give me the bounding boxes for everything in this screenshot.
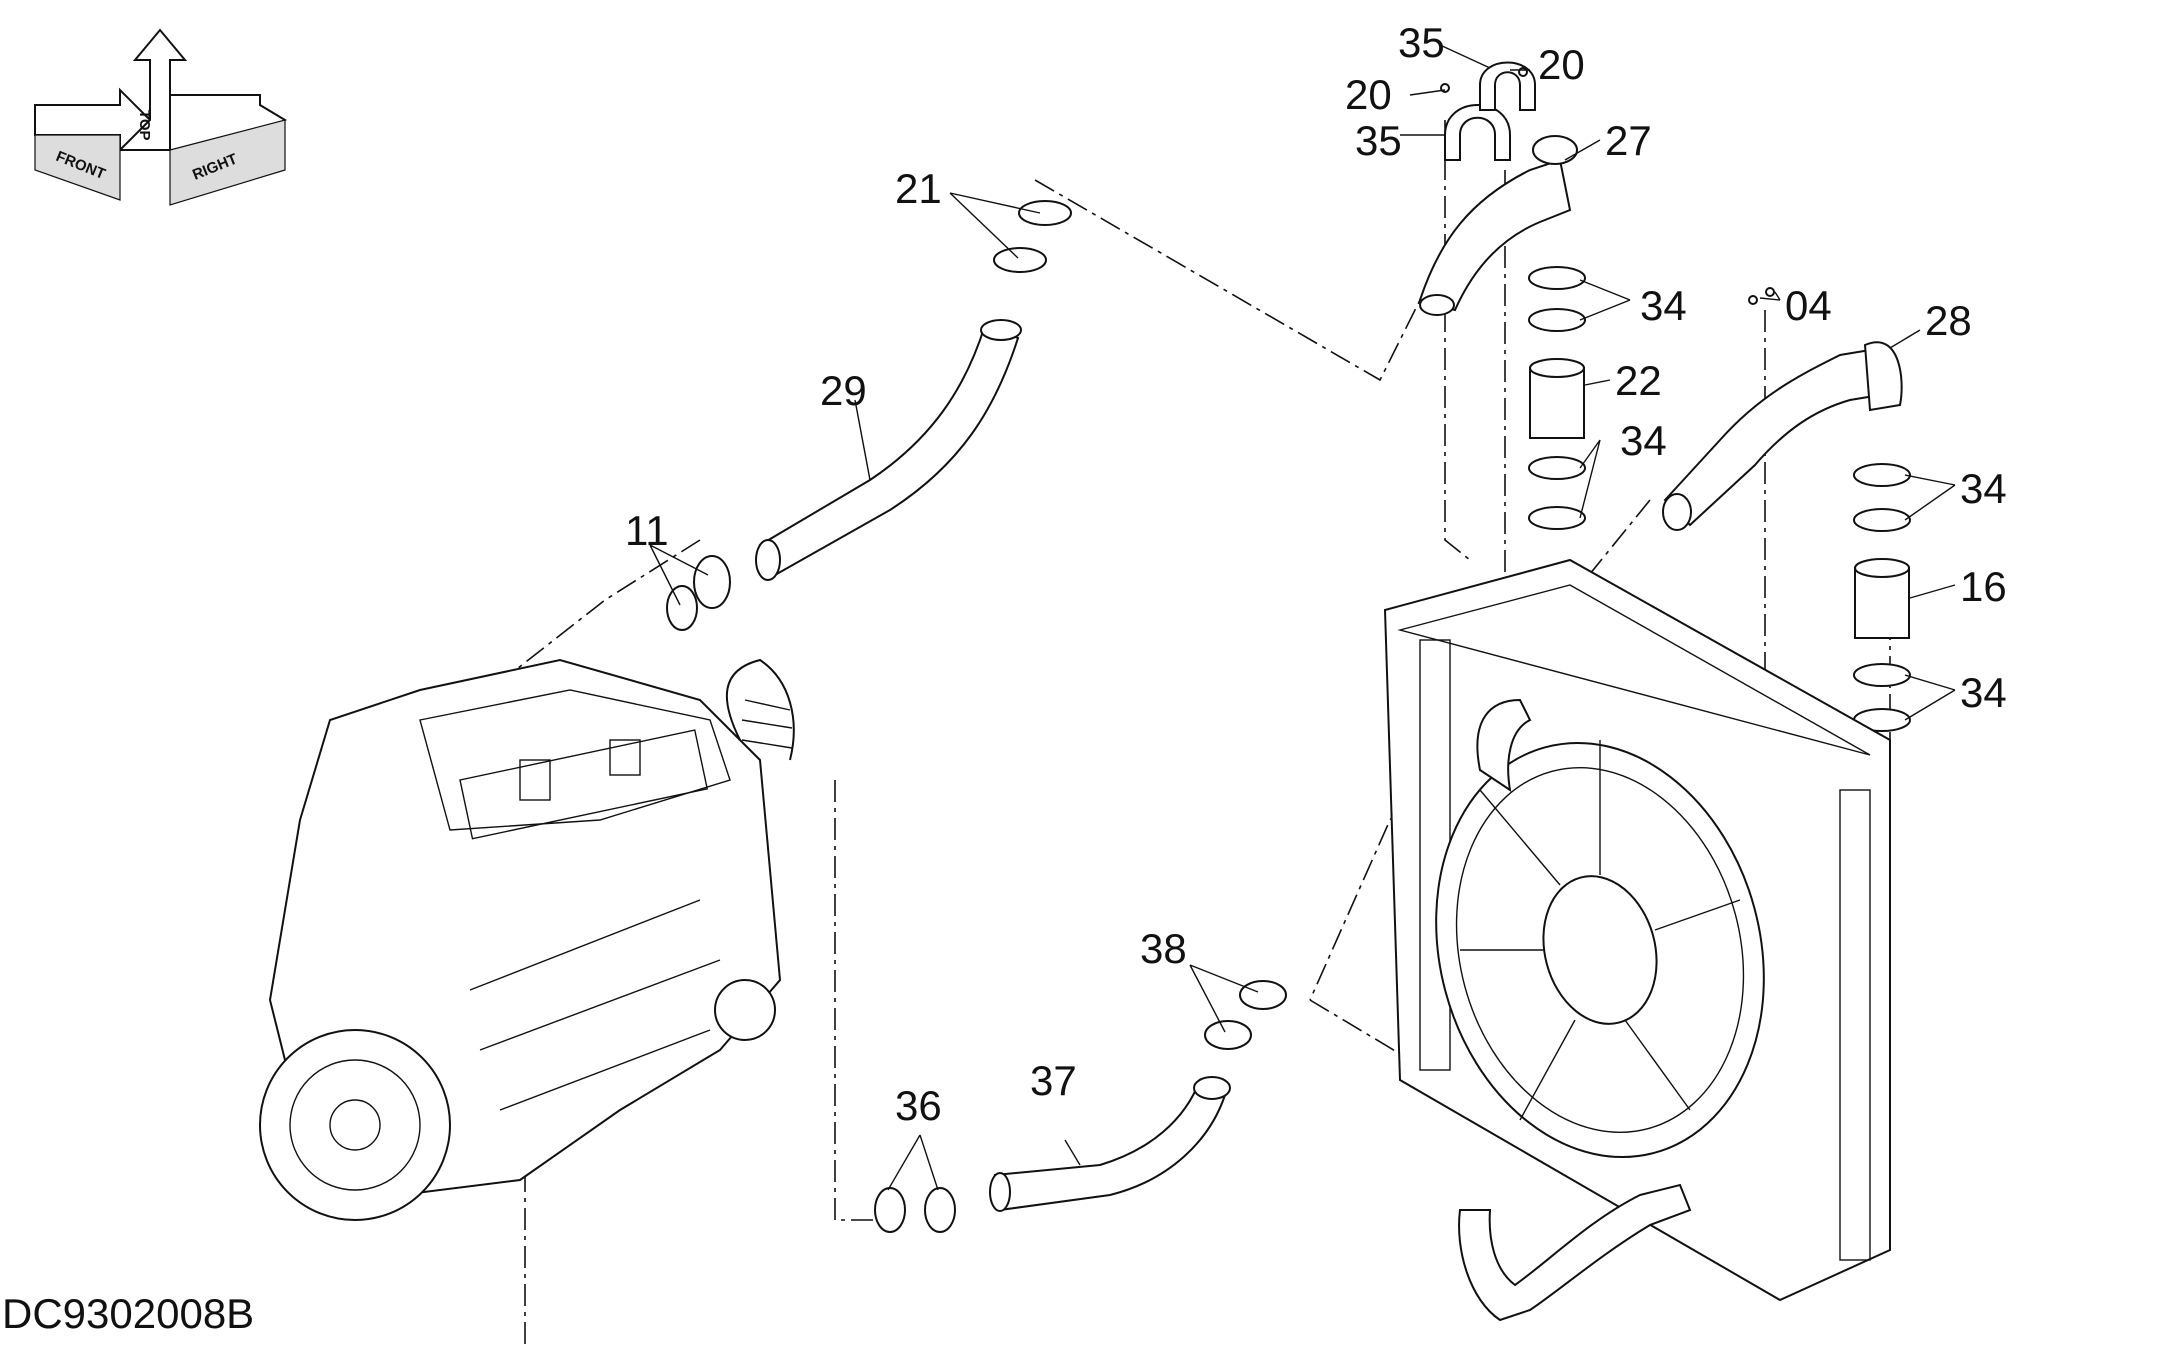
part-11-clamps bbox=[666, 555, 731, 631]
part-21-clamps bbox=[993, 200, 1072, 273]
radiator-assembly bbox=[1383, 558, 1891, 1302]
callout-38: 38 bbox=[1140, 925, 1187, 972]
callout-16: 16 bbox=[1960, 563, 2007, 610]
part-37-hose bbox=[989, 1076, 1231, 1212]
callout-27: 27 bbox=[1605, 117, 1652, 164]
callout-28: 28 bbox=[1925, 297, 1972, 344]
callout-20-left: 20 bbox=[1345, 71, 1392, 118]
part-36-clamps bbox=[874, 1187, 956, 1233]
part-28-hose bbox=[1662, 341, 1903, 531]
part-38-clamps bbox=[1204, 980, 1287, 1050]
part-16-sleeve bbox=[1854, 558, 1910, 639]
callout-21: 21 bbox=[895, 165, 942, 212]
orientation-indicator: TOP FRONT RIGHT bbox=[34, 28, 287, 206]
part-22-sleeve bbox=[1529, 358, 1585, 439]
callout-37: 37 bbox=[1030, 1057, 1077, 1104]
callout-29: 29 bbox=[820, 367, 867, 414]
callout-34-c: 34 bbox=[1960, 465, 2007, 512]
callout-34-d: 34 bbox=[1960, 669, 2007, 716]
part-29-hose bbox=[755, 319, 1022, 581]
drawing-id: DC9302008B bbox=[2, 1290, 255, 1337]
lower-radiator-hose bbox=[1458, 1183, 1692, 1322]
callout-34-b: 34 bbox=[1620, 417, 1667, 464]
callout-36: 36 bbox=[895, 1082, 942, 1129]
callout-11: 11 bbox=[625, 507, 669, 554]
callout-35-lower: 35 bbox=[1355, 117, 1402, 164]
part-34-clamps-upper bbox=[1528, 266, 1586, 530]
leader-lines bbox=[649, 44, 1956, 1191]
callout-22: 22 bbox=[1615, 357, 1662, 404]
callout-20-right: 20 bbox=[1538, 41, 1585, 88]
part-35-brackets bbox=[1440, 61, 1536, 161]
part-04-bolts bbox=[1748, 287, 1775, 305]
callout-34-a: 34 bbox=[1640, 282, 1687, 329]
engine-assembly bbox=[259, 658, 795, 1221]
orientation-top-label: TOP bbox=[136, 110, 153, 141]
callout-35-top: 35 bbox=[1398, 19, 1445, 66]
part-34-clamps-right bbox=[1853, 463, 1911, 732]
callout-04: 04 bbox=[1785, 282, 1832, 329]
part-27-elbow bbox=[1418, 135, 1578, 316]
